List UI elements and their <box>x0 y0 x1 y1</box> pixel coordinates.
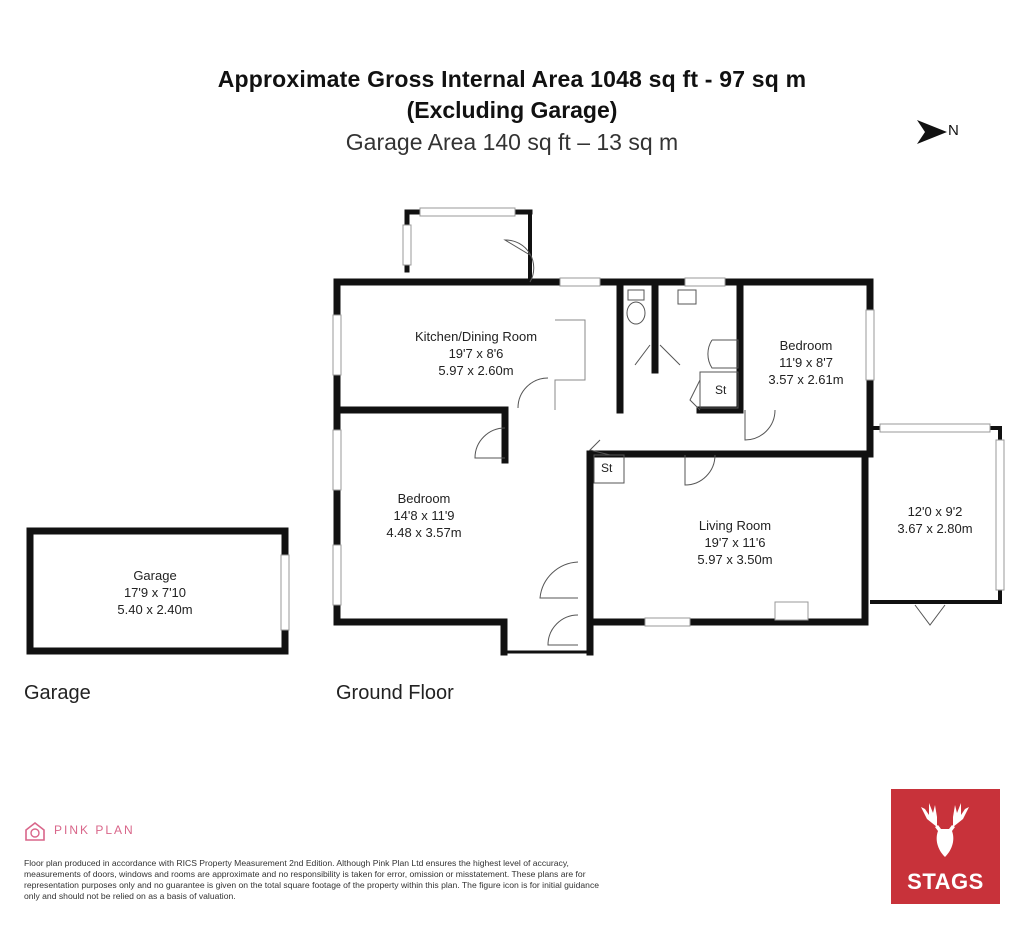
pink-plan-brand: PINK PLAN <box>24 820 135 842</box>
room-metric: 3.67 x 2.80m <box>897 521 973 536</box>
room-bedroom-1: Bedroom 11'9 x 8'7 3.57 x 2.61m <box>768 337 843 388</box>
garage-area: Garage Area 140 sq ft – 13 sq m <box>345 129 679 155</box>
room-name: Bedroom <box>779 338 833 353</box>
room-name: Living Room <box>698 518 772 533</box>
floor-label-garage: Garage <box>24 682 91 704</box>
house-logo-icon <box>25 821 45 841</box>
area-subtitle: (Excluding Garage) <box>406 97 618 123</box>
area-title: Approximate Gross Internal Area 1048 sq … <box>217 66 807 92</box>
north-label: N <box>948 122 959 139</box>
room-imperial: 19'7 x 8'6 <box>448 346 504 361</box>
room-imperial: 17'9 x 7'10 <box>123 585 187 600</box>
room-name: Kitchen/Dining Room <box>414 329 538 344</box>
room-name: Bedroom <box>397 491 451 506</box>
compass: N <box>915 118 959 153</box>
stag-head-icon <box>921 803 969 857</box>
room-conservatory: 12'0 x 9'2 3.67 x 2.80m <box>897 503 972 537</box>
door-swings <box>474 239 946 646</box>
room-imperial: 12'0 x 9'2 <box>907 504 963 519</box>
room-garage: Garage 17'9 x 7'10 5.40 x 2.40m <box>117 567 192 618</box>
room-imperial: 11'9 x 8'7 <box>779 355 833 370</box>
room-imperial: 19'7 x 11'6 <box>704 535 766 550</box>
room-metric: 4.48 x 3.57m <box>386 525 462 540</box>
room-metric: 5.40 x 2.40m <box>117 602 193 617</box>
room-metric: 5.97 x 2.60m <box>438 363 514 378</box>
room-name: Garage <box>133 568 177 583</box>
room-kitchen: Kitchen/Dining Room 19'7 x 8'6 5.97 x 2.… <box>415 328 537 379</box>
room-bedroom-2: Bedroom 14'8 x 11'9 4.48 x 3.57m <box>386 490 461 541</box>
store-label-2: St <box>601 461 613 475</box>
room-living: Living Room 19'7 x 11'6 5.97 x 3.50m <box>697 517 772 568</box>
room-metric: 3.57 x 2.61m <box>768 372 844 387</box>
room-imperial: 14'8 x 11'9 <box>393 508 455 523</box>
fixtures <box>593 289 739 484</box>
brand-name: PINK PLAN <box>54 823 135 838</box>
windows <box>280 207 1005 631</box>
disclaimer: Floor plan produced in accordance with R… <box>24 858 600 901</box>
store-label-1: St <box>715 383 727 397</box>
north-arrow-icon <box>917 120 947 144</box>
floor-label-ground: Ground Floor <box>336 682 454 704</box>
room-metric: 5.97 x 3.50m <box>697 552 773 567</box>
agent-name: STAGS <box>907 869 984 894</box>
stags-logo: STAGS <box>891 789 1000 904</box>
